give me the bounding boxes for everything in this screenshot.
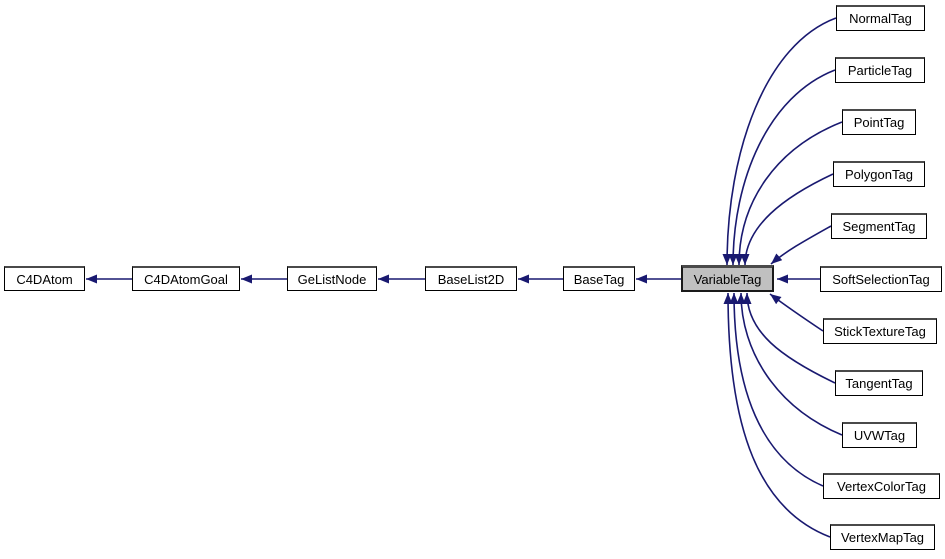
edge-vertexcolortag-variabletag — [729, 292, 824, 487]
class-node-normaltag[interactable]: NormalTag — [836, 5, 925, 31]
class-node-c4datom[interactable]: C4DAtom — [4, 266, 85, 291]
class-node-vertexcolortag[interactable]: VertexColorTag — [823, 473, 940, 499]
edge-sticktexturetag-variabletag — [769, 293, 824, 332]
class-node-basetag[interactable]: BaseTag — [563, 266, 635, 291]
class-node-gelistnode[interactable]: GeListNode — [287, 266, 377, 291]
class-node-particletag[interactable]: ParticleTag — [835, 57, 925, 83]
class-node-pointtag[interactable]: PointTag — [842, 109, 916, 135]
class-node-softselectiontag[interactable]: SoftSelectionTag — [820, 266, 942, 292]
class-node-segmenttag[interactable]: SegmentTag — [831, 213, 927, 239]
edge-vertexmaptag-variabletag — [723, 292, 831, 538]
class-node-polygontag[interactable]: PolygonTag — [833, 161, 925, 187]
edge-tangenttag-variabletag — [742, 292, 836, 384]
class-node-uvwtag[interactable]: UVWTag — [842, 422, 917, 448]
class-node-c4datomgoal[interactable]: C4DAtomGoal — [132, 266, 240, 291]
edge-particletag-variabletag — [728, 69, 836, 266]
class-node-vertexmaptag[interactable]: VertexMapTag — [830, 524, 935, 550]
edge-pointtag-variabletag — [734, 121, 843, 266]
class-node-variabletag[interactable]: VariableTag — [681, 265, 774, 292]
class-node-sticktexturetag[interactable]: StickTextureTag — [823, 318, 937, 344]
edge-uvwtag-variabletag — [736, 292, 843, 436]
edge-polygontag-variabletag — [740, 173, 834, 266]
class-node-baselist2d[interactable]: BaseList2D — [425, 266, 517, 291]
class-node-tangenttag[interactable]: TangentTag — [835, 370, 923, 396]
edge-segmenttag-variabletag — [770, 225, 832, 265]
edge-normaltag-variabletag — [722, 17, 837, 266]
